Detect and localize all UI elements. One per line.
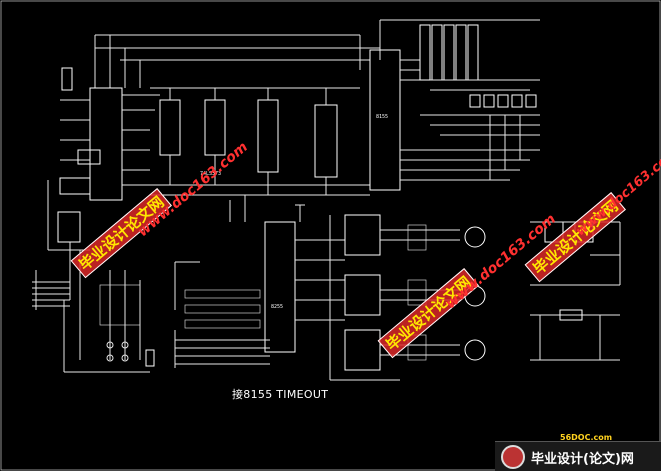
chip-8155-label: 8155 — [376, 114, 388, 120]
motor-icon — [464, 339, 486, 361]
display-drivers — [420, 94, 540, 180]
top-bus — [94, 19, 540, 88]
chip-8155: 8155 — [369, 49, 540, 191]
latch-label: 74LS373 — [200, 171, 221, 177]
footer-title: 毕业设计(论文)网 — [531, 452, 634, 467]
site-logo-icon — [501, 445, 525, 469]
lower-ladder — [174, 261, 270, 368]
chip-8255: 8255 — [229, 195, 345, 353]
left-connector — [32, 270, 70, 310]
left-components — [47, 67, 150, 373]
footer-site: 56DOC.com — [560, 433, 613, 442]
footer-banner: 毕业设计(论文)网 — [495, 441, 661, 471]
chip-8255-label: 8255 — [271, 304, 283, 310]
driver-stage — [99, 270, 155, 367]
left-mcu — [60, 87, 160, 201]
motor-icon — [464, 226, 486, 248]
latch-row: 74LS373 — [150, 87, 370, 196]
resistor-network-top — [419, 24, 540, 91]
schematic-caption: 接8155 TIMEOUT — [232, 388, 329, 401]
